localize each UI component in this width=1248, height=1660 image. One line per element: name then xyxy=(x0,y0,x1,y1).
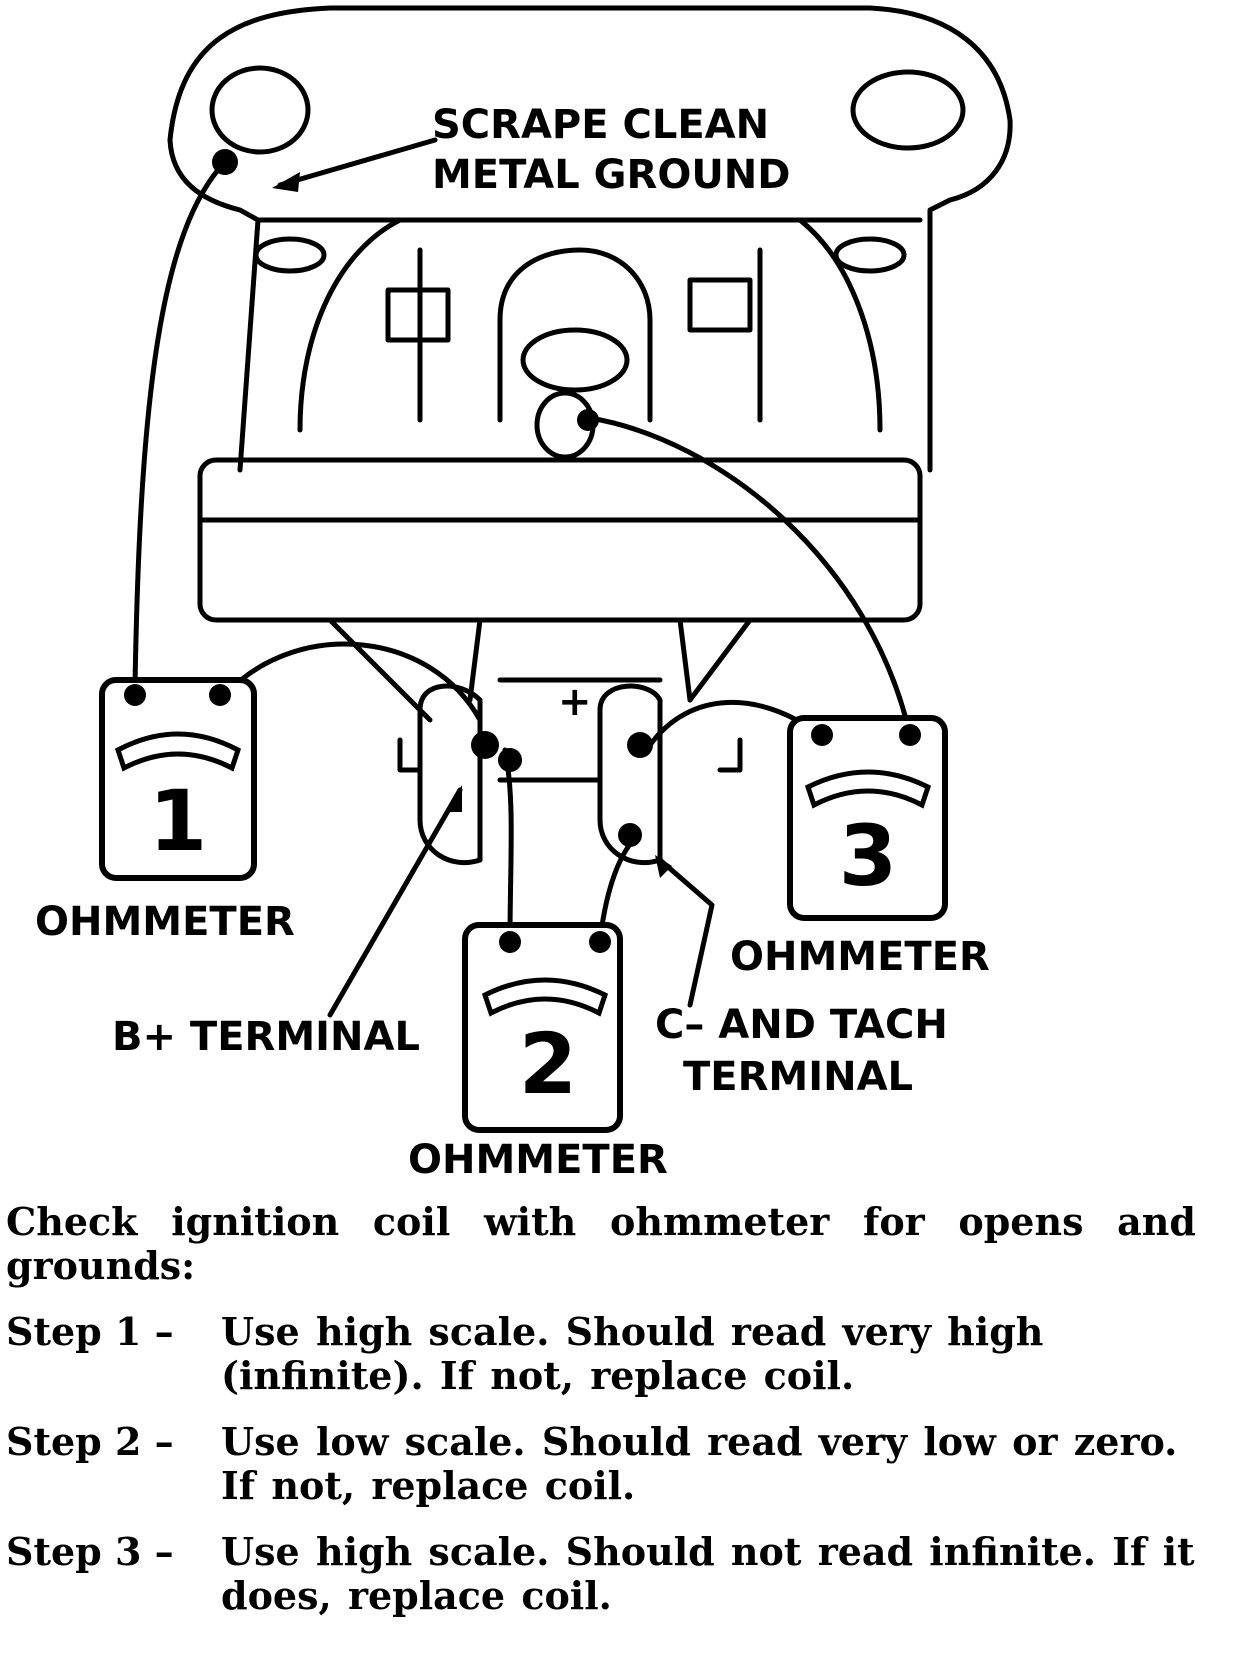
step-1-label: Step 1 – xyxy=(6,1309,174,1354)
meter-3-label: OHMMETER xyxy=(730,934,990,980)
wire-meter1-bplus xyxy=(227,641,483,723)
wire-meter3-tower xyxy=(587,415,913,738)
meter-3-number: 3 xyxy=(839,807,897,905)
ground-arrow xyxy=(277,137,438,188)
cminus-arrow xyxy=(657,857,715,1008)
ground-clip xyxy=(212,149,238,175)
caption-intro: Check ignition coil with ohmmeter for op… xyxy=(6,1199,1196,1288)
bplus-arrow xyxy=(327,787,463,1018)
c-minus-label-line1: C– AND TACH xyxy=(655,1002,948,1048)
bplus-clip xyxy=(471,731,499,759)
ohmmeter-3: 3 xyxy=(787,715,948,921)
ohmmeter-2: 2 xyxy=(462,922,623,1133)
b-plus-label: B+ TERMINAL xyxy=(112,1014,420,1060)
ground-label-line1: SCRAPE CLEAN xyxy=(432,102,769,148)
ohmmeter-1: 1 xyxy=(99,677,257,881)
step-2: Step 2 – Use low scale. Should read very… xyxy=(6,1420,1196,1508)
meter-1-label: OHMMETER xyxy=(35,899,295,945)
step-2-label: Step 2 – xyxy=(6,1419,174,1464)
mounting-bracket xyxy=(167,5,1013,473)
tower-clip xyxy=(577,409,599,431)
ignition-coil-diagram: + 1 OHMMETER 2 OHMMETER 3 OHMMETER xyxy=(35,5,1013,1183)
bplus-arrowhead xyxy=(445,785,462,812)
cminus-clip-2 xyxy=(618,823,642,847)
meter-1-number: 1 xyxy=(149,772,207,870)
step-3-text: Use high scale. Should not read infinite… xyxy=(221,1529,1195,1618)
meter-2-number: 2 xyxy=(519,1015,577,1113)
step-2-text: Use low scale. Should read very low or z… xyxy=(221,1419,1178,1508)
step-3-label: Step 3 – xyxy=(6,1529,174,1574)
bplus-clip-2 xyxy=(498,748,522,772)
step-1: Step 1 – Use high scale. Should read ver… xyxy=(6,1310,1196,1398)
ground-label-line2: METAL GROUND xyxy=(432,152,790,198)
cminus-clip xyxy=(627,732,653,758)
c-minus-label-line2: TERMINAL xyxy=(683,1054,913,1100)
wire-meter1-ground xyxy=(132,159,228,688)
meter-2-label: OHMMETER xyxy=(408,1137,668,1183)
coil-body xyxy=(197,217,923,866)
ground-arrowhead xyxy=(272,172,300,192)
step-3: Step 3 – Use high scale. Should not read… xyxy=(6,1530,1196,1618)
plus-mark: + xyxy=(558,679,592,725)
step-1-text: Use high scale. Should read very high (i… xyxy=(221,1309,1044,1398)
caption: Check ignition coil with ohmmeter for op… xyxy=(6,1200,1196,1640)
cminus-arrowhead xyxy=(655,855,672,878)
